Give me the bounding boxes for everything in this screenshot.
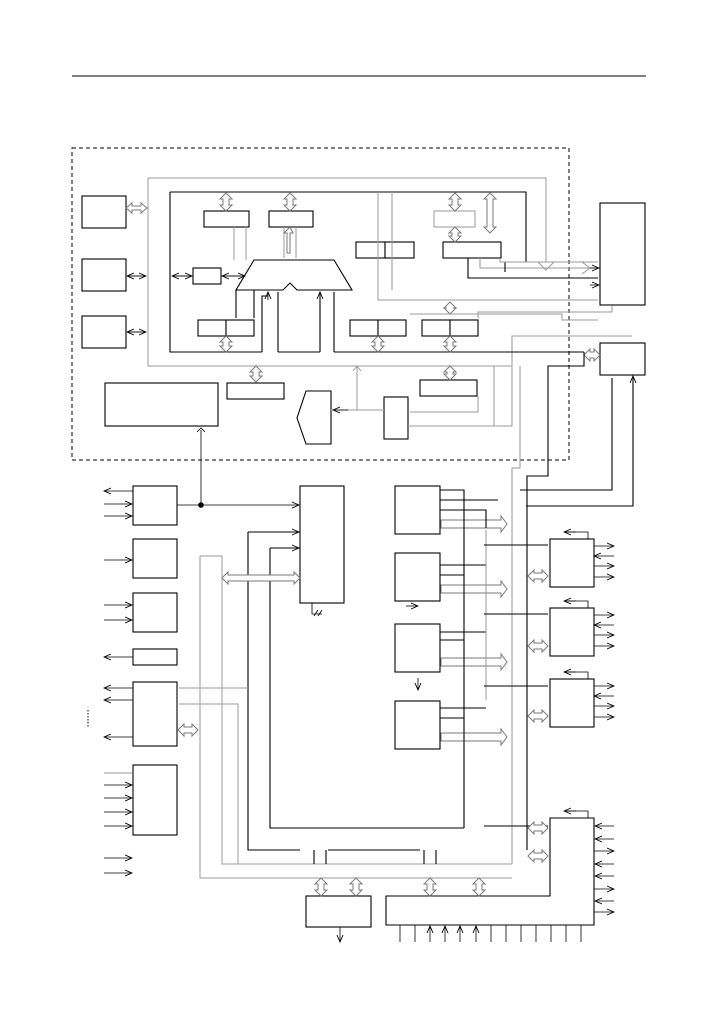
bus-arrow-l1	[125, 201, 148, 215]
alu-shape	[235, 259, 353, 291]
reg-h	[433, 210, 476, 228]
memory-block	[104, 382, 219, 427]
mux-block	[383, 396, 409, 440]
reg-k	[419, 379, 478, 397]
right-interface-block	[599, 202, 646, 306]
periph-1	[132, 485, 178, 526]
reg-f1	[349, 319, 379, 337]
reg-a	[203, 210, 250, 228]
timer-3	[394, 623, 441, 673]
reg-e1	[355, 241, 386, 259]
periph-6	[132, 764, 178, 836]
cpu-left-blocks	[81, 195, 148, 349]
block-l3	[81, 315, 127, 349]
io-pins-bottom	[399, 925, 582, 942]
central-block	[299, 485, 345, 604]
periph-5	[132, 681, 178, 747]
io-pins-right	[594, 826, 614, 912]
block-l2	[81, 258, 127, 292]
periph-4	[132, 648, 178, 666]
reg-b	[268, 210, 314, 228]
port-3	[549, 678, 595, 728]
block-l1	[81, 195, 127, 229]
reg-j	[226, 382, 285, 400]
reg-e2	[384, 241, 415, 259]
reg-c	[192, 267, 222, 285]
timer-2	[394, 552, 441, 602]
execution-unit	[169, 191, 613, 353]
port-blocks	[527, 532, 614, 864]
cpu-core-boundary	[71, 147, 570, 461]
bottom-block	[305, 895, 372, 928]
reg-i	[442, 241, 502, 259]
reg-g2	[449, 319, 479, 337]
timer-1	[394, 485, 441, 535]
timer-blocks	[394, 485, 548, 828]
port-1	[549, 538, 595, 588]
periph-3	[132, 592, 178, 633]
left-peripherals	[87, 485, 299, 873]
right-small-block	[599, 342, 646, 376]
reg-d1	[197, 319, 227, 337]
reg-d2	[225, 319, 255, 337]
io-l-block	[385, 817, 595, 926]
periph-2	[132, 538, 178, 579]
reg-g1	[421, 319, 451, 337]
port-2	[549, 607, 595, 657]
reg-f2	[377, 319, 407, 337]
control-shape	[296, 390, 332, 445]
timer-4	[394, 700, 441, 750]
